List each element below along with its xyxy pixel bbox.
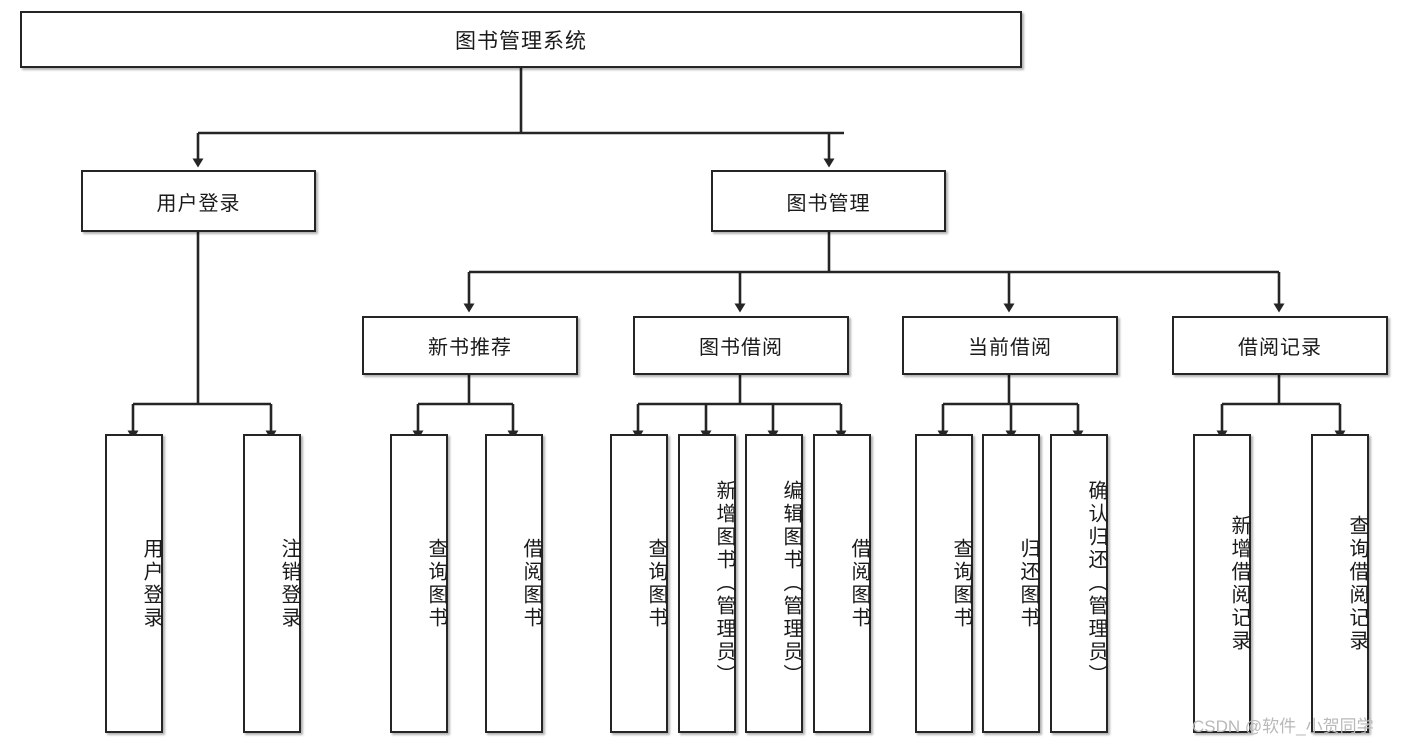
node-user-login[interactable]: 用户登录 bbox=[81, 170, 316, 232]
leaf-user-login-1[interactable]: 用户登录 bbox=[105, 434, 163, 733]
node-book-borrow-label: 图书借阅 bbox=[699, 337, 783, 359]
leaf-new-book-2[interactable]: 借阅图书 bbox=[485, 434, 543, 733]
node-book-manage-label: 图书管理 bbox=[786, 192, 871, 215]
leaf-new-book-2-label: 借阅图书 bbox=[520, 537, 542, 630]
leaf-current-borrow-2[interactable]: 归还图书 bbox=[982, 434, 1040, 733]
leaf-book-borrow-1-label: 查询图书 bbox=[645, 537, 667, 630]
leaf-new-book-1[interactable]: 查询图书 bbox=[390, 434, 448, 733]
node-current-borrow[interactable]: 当前借阅 bbox=[902, 316, 1118, 375]
leaf-book-borrow-2-label: 新增图书（管理员） bbox=[713, 480, 735, 687]
node-new-book-label: 新书推荐 bbox=[428, 337, 512, 359]
node-borrow-record-label: 借阅记录 bbox=[1238, 337, 1322, 359]
node-current-borrow-label: 当前借阅 bbox=[968, 337, 1052, 359]
node-book-manage[interactable]: 图书管理 bbox=[711, 170, 946, 232]
leaf-book-borrow-4[interactable]: 借阅图书 bbox=[813, 434, 871, 733]
leaf-current-borrow-1[interactable]: 查询图书 bbox=[915, 434, 973, 733]
node-root-label: 图书管理系统 bbox=[455, 29, 587, 53]
leaf-current-borrow-1-label: 查询图书 bbox=[950, 537, 972, 630]
leaf-book-borrow-4-label: 借阅图书 bbox=[848, 537, 870, 630]
leaf-borrow-record-2-label: 查询借阅记录 bbox=[1346, 514, 1368, 653]
node-root[interactable]: 图书管理系统 bbox=[20, 11, 1022, 68]
node-borrow-record[interactable]: 借阅记录 bbox=[1172, 316, 1388, 375]
watermark: CSDN @软件_小贺同学 bbox=[1192, 717, 1374, 736]
leaf-current-borrow-2-label: 归还图书 bbox=[1017, 537, 1039, 630]
leaf-new-book-1-label: 查询图书 bbox=[425, 537, 447, 630]
leaf-current-borrow-3-label: 确认归还（管理员） bbox=[1085, 480, 1107, 687]
leaf-user-login-2[interactable]: 注销登录 bbox=[243, 434, 301, 733]
node-new-book[interactable]: 新书推荐 bbox=[362, 316, 578, 375]
leaf-current-borrow-3[interactable]: 确认归还（管理员） bbox=[1050, 434, 1108, 733]
leaf-user-login-2-label: 注销登录 bbox=[278, 537, 300, 630]
leaf-book-borrow-3[interactable]: 编辑图书（管理员） bbox=[745, 434, 803, 733]
leaf-user-login-1-label: 用户登录 bbox=[140, 537, 162, 630]
leaf-book-borrow-2[interactable]: 新增图书（管理员） bbox=[678, 434, 736, 733]
leaf-book-borrow-3-label: 编辑图书（管理员） bbox=[780, 480, 802, 687]
node-user-login-label: 用户登录 bbox=[156, 192, 241, 215]
leaf-book-borrow-1[interactable]: 查询图书 bbox=[610, 434, 668, 733]
leaf-borrow-record-1-label: 新增借阅记录 bbox=[1228, 514, 1250, 653]
leaf-borrow-record-1[interactable]: 新增借阅记录 bbox=[1193, 434, 1251, 733]
leaf-borrow-record-2[interactable]: 查询借阅记录 bbox=[1311, 434, 1369, 733]
node-book-borrow[interactable]: 图书借阅 bbox=[633, 316, 849, 375]
